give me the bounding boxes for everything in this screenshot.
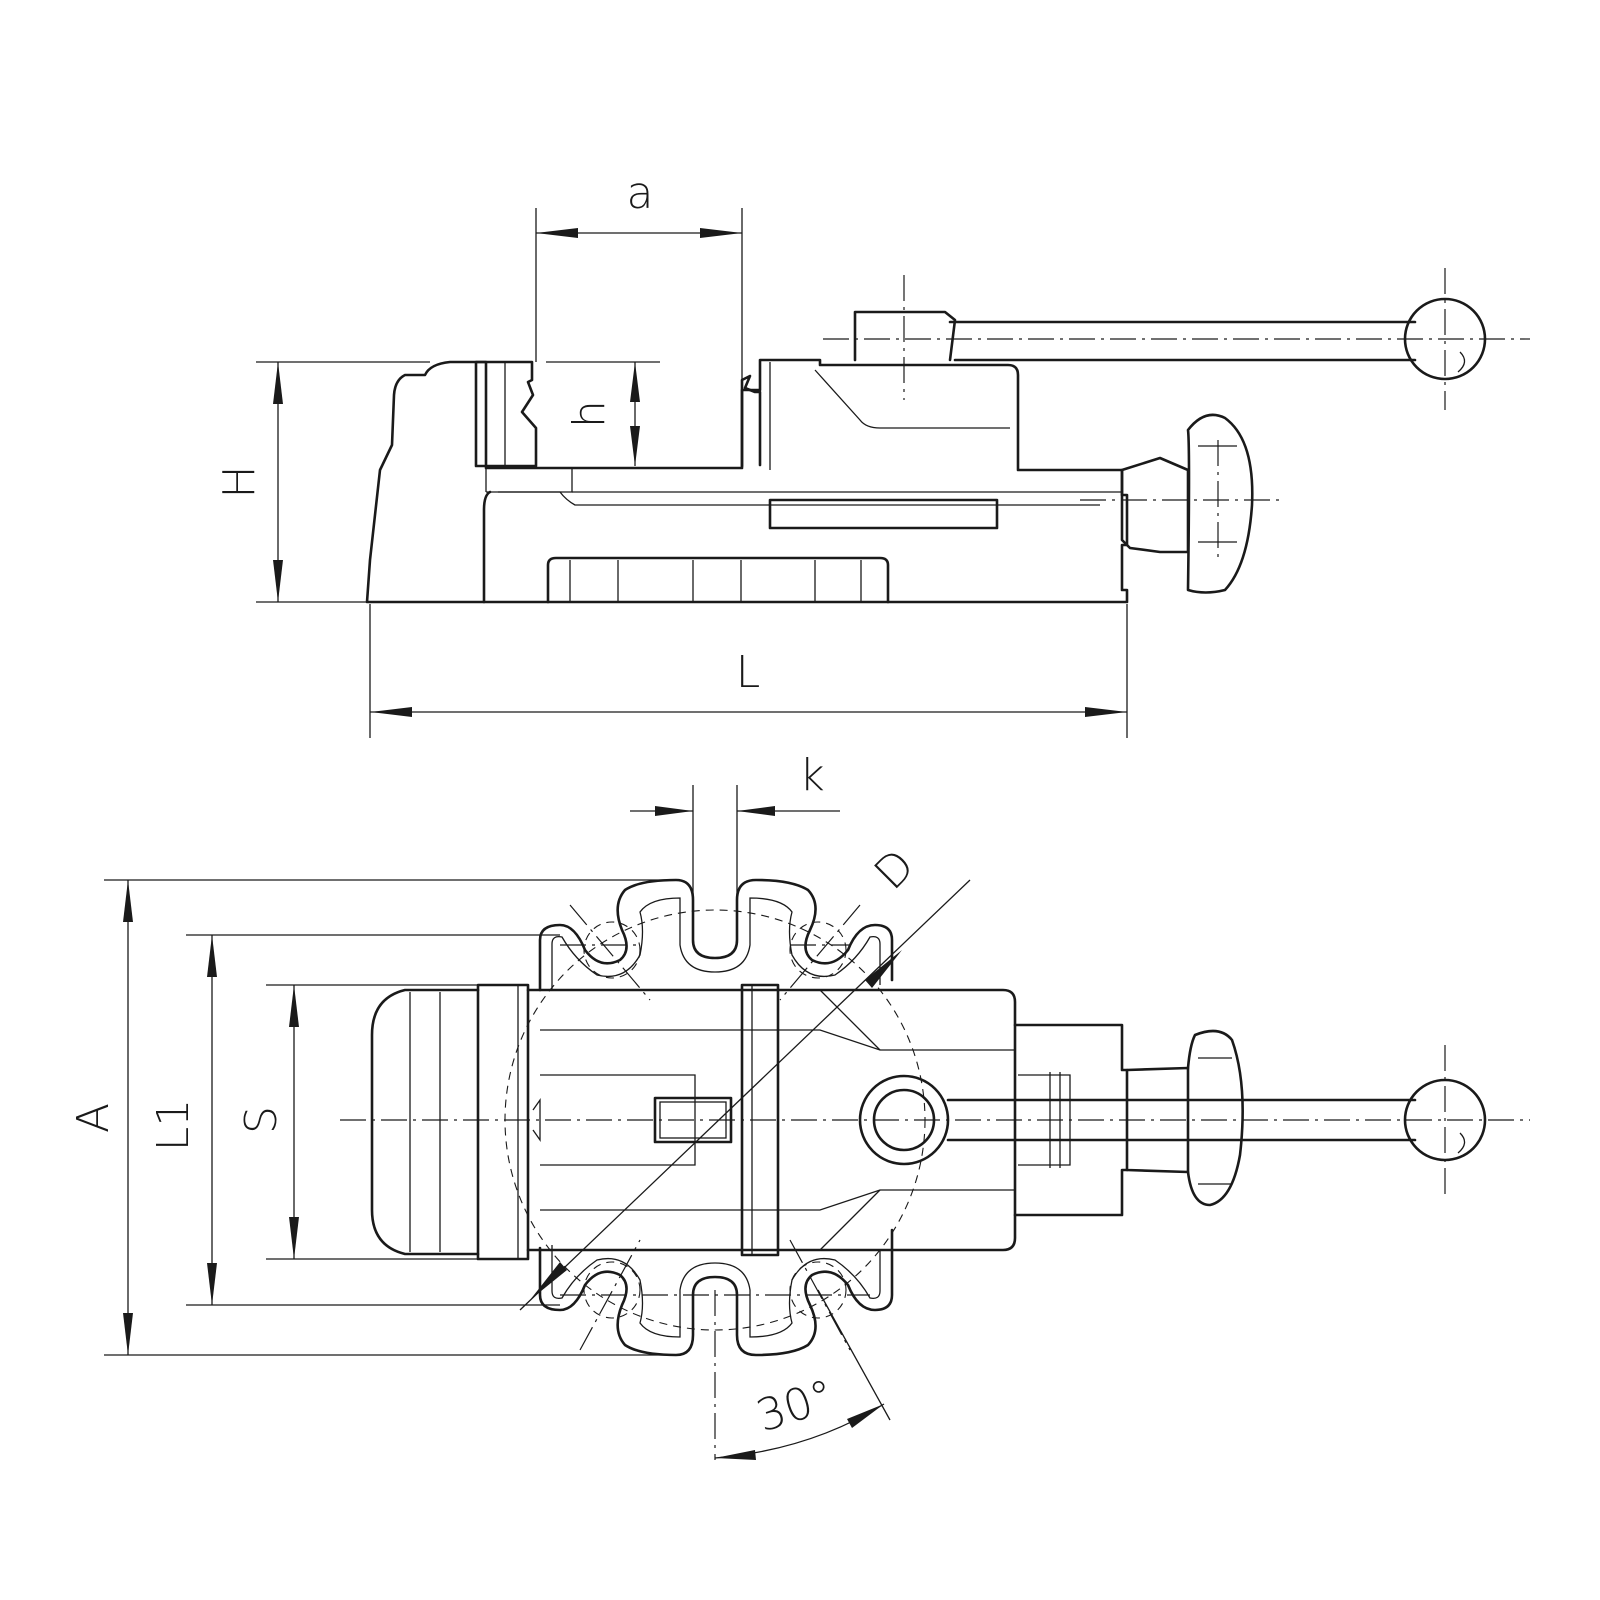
fixed-jaw-plate	[476, 983, 530, 1261]
dim-L-label: L	[736, 647, 761, 698]
dim-S: S	[236, 984, 478, 1260]
slot-block	[546, 556, 890, 604]
side-view: a h H L	[214, 168, 1530, 738]
star-knob	[1120, 413, 1254, 594]
slot-ribs	[569, 560, 862, 602]
body-inner-edge	[482, 490, 492, 604]
dim-A: A	[68, 879, 676, 1356]
body-slide-lines	[532, 1029, 1015, 1211]
swivel-base-plate	[538, 878, 894, 1357]
dim-D-label: D	[865, 840, 925, 900]
guide-rail	[485, 468, 573, 493]
star-knob-top	[1125, 1029, 1244, 1207]
spindle-nut	[768, 498, 999, 530]
dim-angle: 30°	[714, 1289, 891, 1460]
dim-A-label: A	[68, 1103, 119, 1133]
angle-label: 30°	[751, 1370, 841, 1443]
fixed-jaw-end	[370, 988, 480, 1256]
fixed-jaw	[474, 360, 538, 468]
dim-a: a	[535, 168, 743, 388]
dim-S-label: S	[236, 1106, 287, 1134]
dim-h-label: h	[564, 400, 615, 428]
vise-body-outline	[365, 358, 1129, 604]
bolt-holes-hidden	[583, 921, 847, 1319]
dim-k: k	[630, 750, 840, 925]
dim-h: h	[546, 361, 660, 466]
ball-highlight	[1457, 351, 1466, 373]
bolt-centerline	[569, 904, 651, 1001]
dim-H: H	[214, 361, 430, 603]
body-chamfers	[819, 989, 881, 1251]
dim-a-label: a	[627, 168, 654, 219]
ball-highlight	[1457, 1132, 1466, 1154]
dim-L1: L1	[148, 934, 560, 1306]
dim-k-label: k	[799, 750, 824, 801]
fixed-jaw-ribs	[409, 992, 441, 1252]
dim-L1-label: L1	[148, 1099, 199, 1152]
bolt-centerline	[779, 904, 861, 1001]
lever-housing	[853, 310, 957, 362]
slide-top	[498, 491, 1100, 506]
lever-arm-top	[946, 1098, 1417, 1142]
top-view: k D A L1	[68, 750, 1530, 1460]
dim-H-label: H	[214, 465, 265, 498]
dim-L: L	[369, 604, 1128, 738]
spindle-housing	[1013, 1023, 1129, 1217]
slide-profile	[814, 369, 1010, 429]
base-plate-inner	[551, 897, 881, 1338]
angle-leg	[817, 1289, 891, 1421]
